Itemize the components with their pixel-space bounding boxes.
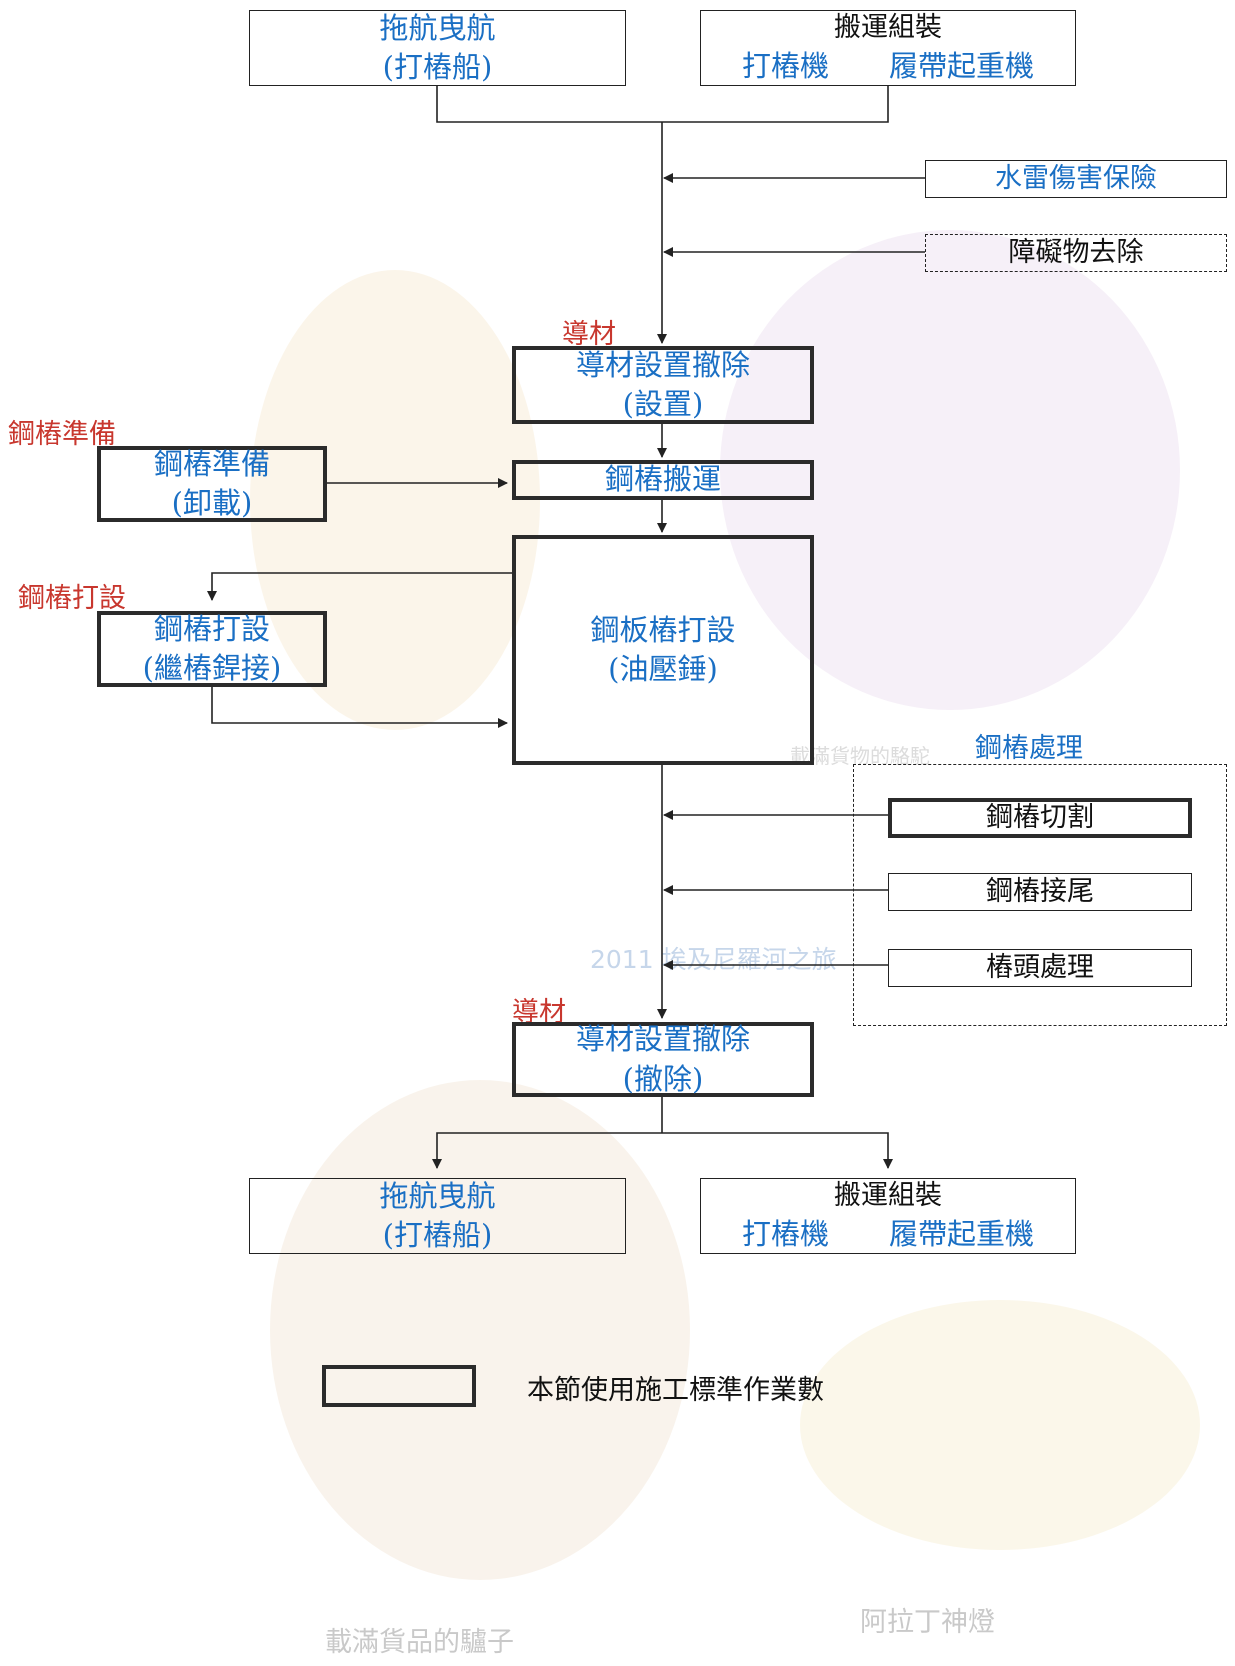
box-guide-set: 導材設置撤除 (設置)	[512, 346, 814, 424]
assembly-top-title: 搬運組裝	[834, 12, 942, 44]
watermark-donkey-caption: 載滿貨品的驢子	[325, 1627, 514, 1658]
legend-swatch	[322, 1365, 476, 1407]
watermark-nile-trip: 2011 埃及尼羅河之旅	[590, 945, 837, 974]
box-obstacle-removal: 障礙物去除	[925, 234, 1227, 272]
connector-sheet-to-drive	[207, 572, 512, 601]
guide-remove-line2: (撤除)	[622, 1061, 704, 1096]
assembly-bottom-title: 搬運組裝	[834, 1180, 942, 1212]
box-transport-assembly-bottom: 搬運組裝 打樁機 履帶起重機	[700, 1178, 1076, 1254]
steel-transport-label: 鋼樁搬運	[604, 462, 721, 497]
pharaoh-watermark-art	[250, 270, 540, 730]
treatment-group-label: 鋼樁處理	[975, 733, 1083, 764]
box-sheet-pile-drive: 鋼板樁打設 (油壓錘)	[512, 535, 814, 765]
guide-set-line1: 導材設置撤除	[575, 347, 750, 382]
box-mine-insurance: 水雷傷害保險	[925, 160, 1227, 198]
steel-drive-line1: 鋼樁打設	[153, 611, 270, 646]
box-steel-cutting: 鋼樁切割	[888, 798, 1192, 838]
steel-prep-line1: 鋼樁準備	[153, 446, 270, 481]
treatment-group-frame	[853, 764, 1227, 1026]
box-towing-bottom: 拖航曳航 (打樁船)	[249, 1178, 626, 1254]
assembly-bottom-item1: 打樁機	[741, 1216, 829, 1251]
connector-split-left	[432, 1132, 662, 1169]
towing-top-line2: (打樁船)	[382, 50, 493, 84]
watermark-lamp-caption: 阿拉丁神燈	[860, 1607, 995, 1638]
box-pile-head: 樁頭處理	[888, 949, 1192, 987]
guide-label-top: 導材	[562, 319, 616, 350]
box-transport-assembly-top: 搬運組裝 打樁機 履帶起重機	[700, 10, 1076, 86]
towing-bottom-line1: 拖航曳航	[379, 1178, 496, 1213]
camel-watermark-art	[720, 230, 1180, 710]
towing-top-line1: 拖航曳航	[379, 10, 496, 45]
box-steel-drive: 鋼樁打設 (繼樁銲接)	[97, 611, 327, 687]
box-towing-top: 拖航曳航 (打樁船)	[249, 10, 626, 86]
steel-drive-label: 鋼樁打設	[18, 583, 126, 614]
steel-drive-line2: (繼樁銲接)	[142, 651, 282, 685]
towing-bottom-line2: (打樁船)	[382, 1218, 493, 1252]
assembly-bottom-item2: 履帶起重機	[889, 1216, 1035, 1251]
steel-splicing-label: 鋼樁接尾	[986, 875, 1094, 907]
mine-insurance-label: 水雷傷害保險	[995, 162, 1157, 194]
box-steel-prep: 鋼樁準備 (卸載)	[97, 446, 327, 522]
assembly-top-item2: 履帶起重機	[889, 48, 1035, 83]
steel-cutting-label: 鋼樁切割	[986, 801, 1094, 833]
steel-prep-line2: (卸載)	[171, 486, 253, 520]
box-guide-remove: 導材設置撤除 (撤除)	[512, 1022, 814, 1097]
obstacle-removal-label: 障礙物去除	[1008, 236, 1144, 268]
connector-split-right	[662, 1132, 893, 1169]
connector-drive-to-sheet	[211, 687, 508, 728]
steel-prep-label: 鋼樁準備	[8, 419, 116, 450]
box-steel-transport: 鋼樁搬運	[512, 460, 814, 500]
legend-text: 本節使用施工標準作業數	[527, 1375, 824, 1406]
box-steel-splicing: 鋼樁接尾	[888, 873, 1192, 911]
pile-head-label: 樁頭處理	[986, 951, 1094, 983]
guide-set-line2: (設置)	[622, 387, 704, 421]
sheet-pile-line2: (油壓錘)	[608, 652, 718, 686]
guide-remove-line1: 導材設置撤除	[575, 1022, 750, 1057]
assembly-top-item1: 打樁機	[741, 48, 829, 83]
sheet-pile-line1: 鋼板樁打設	[590, 612, 736, 647]
donkey-watermark-art	[270, 1080, 690, 1580]
lamp-watermark-art	[800, 1300, 1200, 1550]
connector-top-merge	[436, 86, 889, 123]
